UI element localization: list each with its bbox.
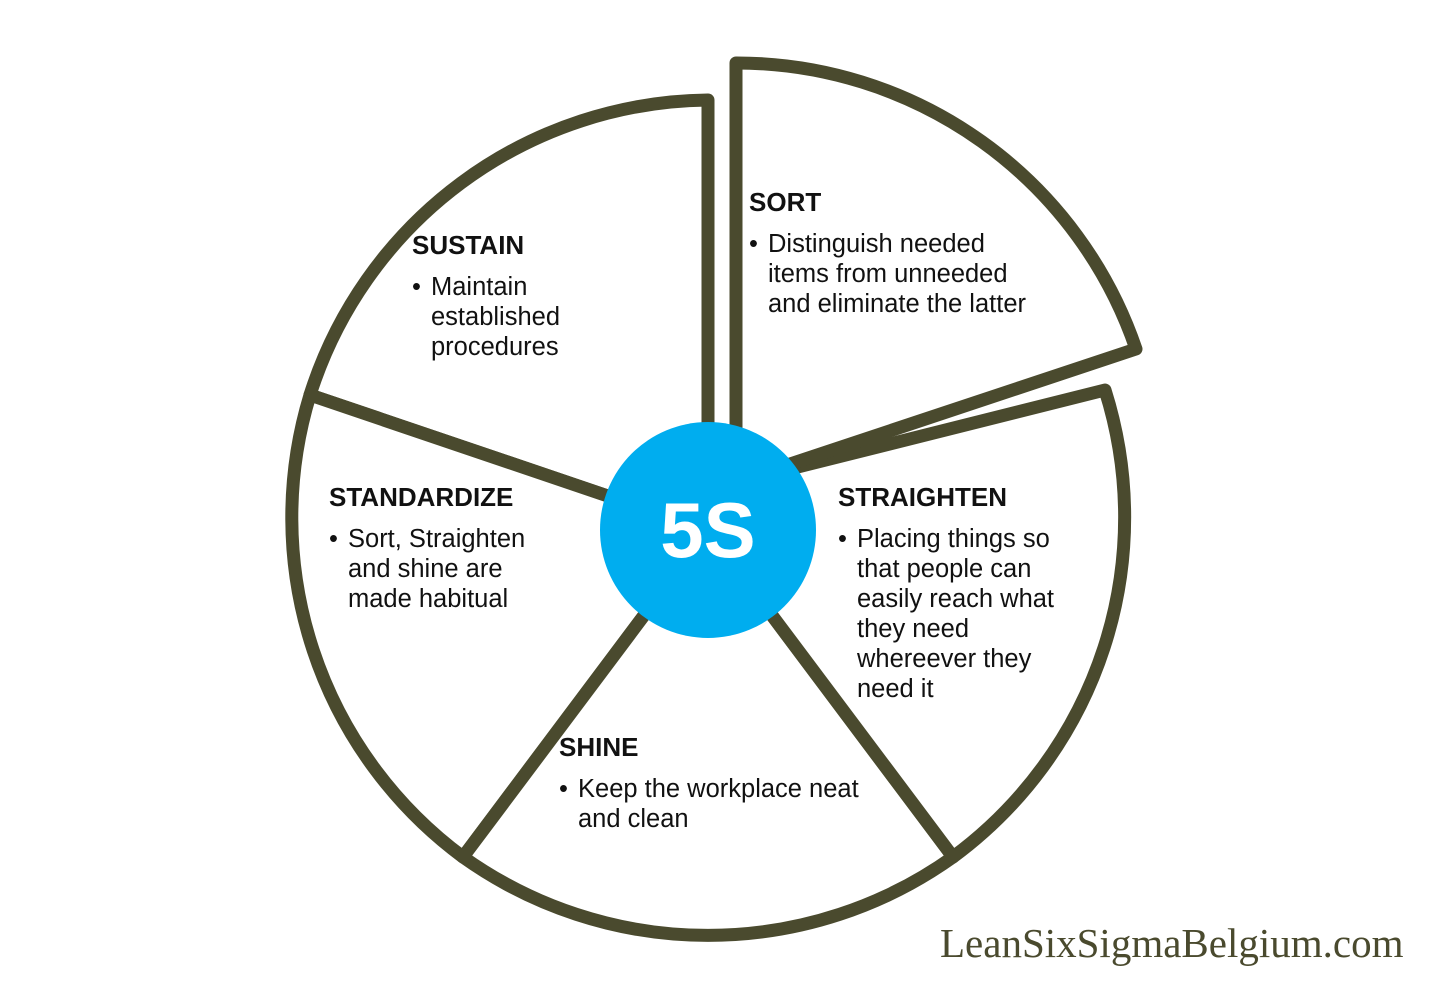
segment-bullet-shine: • Keep the workplace neat and clean bbox=[559, 774, 859, 834]
bullet-dot: • bbox=[329, 525, 338, 553]
segment-title-sustain: SUSTAIN bbox=[412, 230, 525, 260]
segment-bullet-text-sort: Distinguish needed items from unneeded a… bbox=[768, 230, 1026, 318]
segment-bullet-sustain: • Maintain established procedures bbox=[412, 272, 602, 362]
segment-shine: SHINE • Keep the workplace neat and clea… bbox=[559, 732, 859, 834]
segment-bullet-text-standardize: Sort, Straighten and shine are made habi… bbox=[348, 525, 526, 613]
segment-title-shine: SHINE bbox=[559, 732, 639, 762]
segment-title-straighten: STRAIGHTEN bbox=[838, 482, 1007, 512]
segment-title-sort: SORT bbox=[749, 187, 822, 217]
segment-title-standardize: STANDARDIZE bbox=[329, 482, 514, 512]
segment-shine-shape bbox=[456, 523, 960, 942]
segment-bullet-text-sustain: Maintain established procedures bbox=[431, 273, 561, 361]
center-hub-circle bbox=[600, 422, 816, 638]
bullet-dot: • bbox=[838, 525, 847, 553]
bullet-dot: • bbox=[412, 273, 421, 301]
bullet-dot: • bbox=[559, 775, 568, 803]
segment-bullet-standardize: • Sort, Straighten and shine are made ha… bbox=[329, 524, 569, 614]
segment-bullet-text-shine: Keep the workplace neat and clean bbox=[578, 775, 859, 833]
segment-straighten: STRAIGHTEN • Placing things so that peop… bbox=[838, 482, 1088, 704]
bullet-dot: • bbox=[749, 230, 758, 258]
segment-bullet-text-straighten: Placing things so that people can easily… bbox=[857, 525, 1055, 703]
segment-sustain: SUSTAIN • Maintain established procedure… bbox=[412, 230, 602, 362]
segment-bullet-straighten: • Placing things so that people can easi… bbox=[838, 524, 1088, 704]
brand-url: LeanSixSigmaBelgium.com bbox=[940, 920, 1404, 966]
segment-bullet-sort: • Distinguish needed items from unneeded… bbox=[749, 229, 1049, 319]
segment-sort: SORT • Distinguish needed items from unn… bbox=[749, 187, 1049, 319]
center-hub-label: 5S bbox=[660, 486, 755, 574]
segment-sort-shape bbox=[729, 56, 1143, 489]
segment-standardize: STANDARDIZE • Sort, Straighten and shine… bbox=[329, 482, 569, 614]
